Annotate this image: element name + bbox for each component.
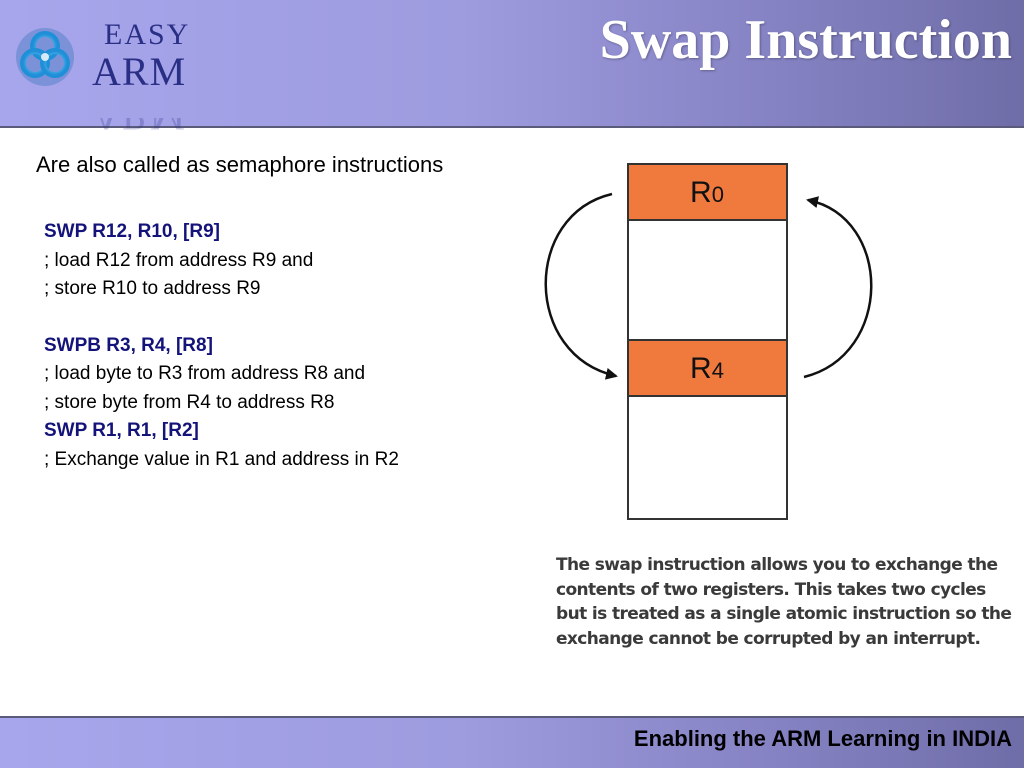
caption-line: exchange cannot be corrupted by an inter… — [556, 628, 981, 649]
slide-title: Swap Instruction — [599, 9, 1012, 71]
logo-word-arm: ARM — [92, 49, 187, 94]
caption-line: The swap instruction allows you to excha… — [556, 555, 998, 575]
code-examples: SWP R12, R10, [R9] ; load R12 from addre… — [44, 218, 514, 474]
caption-line: contents of two registers. This takes tw… — [556, 579, 986, 600]
header-bar: EASY ARM ARM Swap Instruction — [0, 0, 1024, 139]
swap-arrow-right — [803, 196, 873, 379]
logo-word-easy: EASY — [104, 18, 191, 51]
diagram-caption: The swap instruction allows you to excha… — [556, 553, 1012, 651]
code-line-swpb: SWPB R3, R4, [R8] — [44, 334, 213, 356]
footer-tagline: Enabling the ARM Learning in INDIA — [633, 726, 1012, 751]
code-comment: ; store byte from R4 to address R8 — [44, 391, 335, 413]
register-r4-label: R4 — [690, 352, 724, 385]
register-r0-box — [627, 163, 788, 221]
register-r4-box — [627, 339, 788, 397]
knot-logo-icon — [16, 28, 74, 86]
logo-reflection: ARM — [92, 118, 186, 140]
code-line-swp: SWP R12, R10, [R9] — [44, 221, 220, 242]
swap-diagram: R0 R4 — [544, 163, 873, 520]
swap-arrow-left — [544, 192, 618, 380]
code-line-swp-exchange: SWP R1, R1, [R2] — [44, 420, 199, 441]
code-comment: ; Exchange value in R1 and address in R2 — [44, 448, 399, 470]
code-comment: ; store R10 to address R9 — [44, 278, 261, 299]
footer-bar: Enabling the ARM Learning in INDIA — [0, 716, 1024, 768]
intro-text: Are also called as semaphore instruction… — [36, 152, 444, 177]
caption-line: but is treated as a single atomic instru… — [556, 604, 1012, 624]
code-comment: ; load byte to R3 from address R8 and — [44, 363, 366, 384]
code-comment: ; load R12 from address R9 and — [44, 249, 314, 271]
register-r0-label: R0 — [690, 176, 724, 209]
